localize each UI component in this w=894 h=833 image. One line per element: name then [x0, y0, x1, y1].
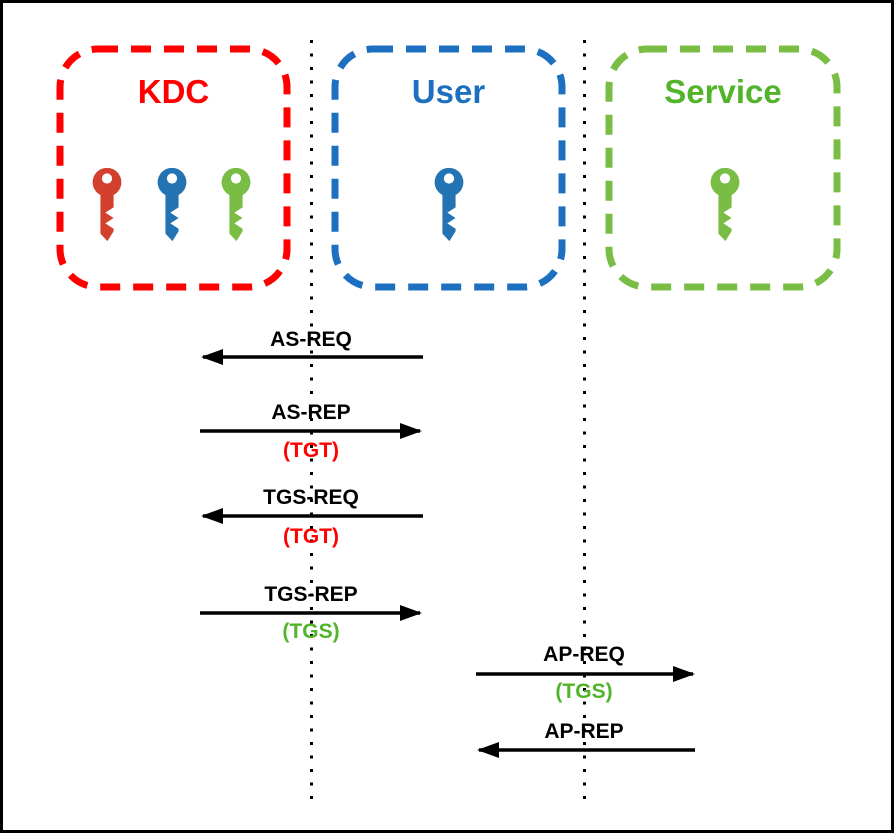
message-label-as-rep: AS-REP [271, 401, 351, 424]
actor-box-service [605, 45, 841, 291]
diagram-shapes [56, 40, 841, 809]
key-icon-red-kdc [92, 167, 122, 242]
message-label-tgs-rep: TGS-REP [264, 583, 358, 606]
message-note-tgs-req-tgt: (TGT) [283, 525, 339, 548]
key-icon-blue-kdc [157, 167, 187, 242]
message-note-tgs-rep-tgs: (TGS) [282, 620, 340, 643]
key-icon-blue-user [434, 167, 464, 242]
message-note-ap-req-tgs: (TGS) [555, 680, 613, 703]
actor-title-user: User [411, 73, 486, 110]
actor-title-service: Service [664, 73, 782, 110]
key-icon-green-service [710, 167, 740, 242]
message-label-tgs-req: TGS-REQ [263, 486, 359, 509]
actor-box-user [331, 45, 566, 291]
key-icon-green-kdc [221, 167, 251, 242]
actor-title-kdc: KDC [137, 73, 210, 110]
message-note-as-rep-tgt: (TGT) [283, 439, 339, 462]
message-label-ap-rep: AP-REP [544, 720, 624, 743]
message-label-ap-req: AP-REQ [543, 643, 625, 666]
message-label-as-req: AS-REQ [270, 328, 352, 351]
actor-box-kdc [56, 45, 291, 291]
